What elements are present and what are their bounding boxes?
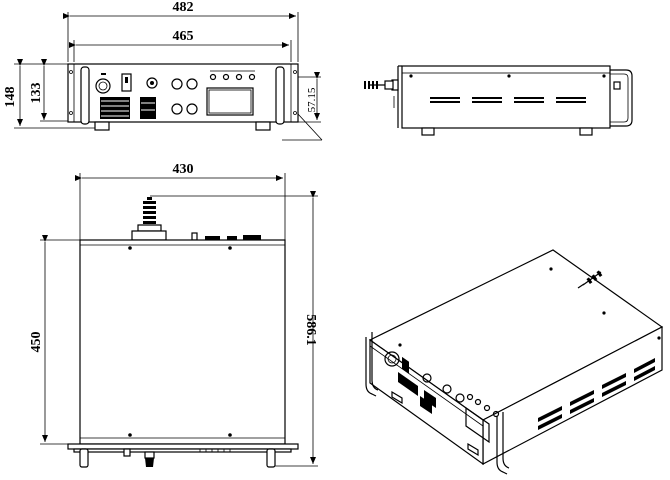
dim-handle-offset: 57.15 (282, 72, 323, 141)
dim-overall-width: 482 (63, 0, 299, 62)
dim-label-148: 148 (3, 87, 18, 108)
iso-side-vents (538, 358, 655, 430)
side-vents (430, 97, 586, 103)
iso-front-vent (398, 372, 436, 414)
dim-label-133: 133 (29, 83, 44, 104)
dim-depth: 450 (29, 235, 80, 445)
iso-cable (577, 270, 603, 289)
side-cable (364, 81, 378, 89)
dim-top-width: 430 (75, 162, 286, 240)
front-view: 482 465 148 133 (3, 0, 323, 141)
dim-label-465: 465 (173, 29, 194, 44)
dim-overall-depth: 586.1 (150, 191, 318, 467)
dim-inner-width: 465 (69, 29, 292, 62)
isometric-view (365, 249, 664, 475)
side-view (364, 65, 633, 136)
dim-label-450: 450 (29, 332, 44, 353)
dim-overall-height: 148 (3, 59, 95, 129)
top-view: 430 450 586.1 (29, 162, 318, 468)
dim-panel-height: 133 (29, 59, 68, 122)
top-cable (131, 197, 167, 241)
dim-label-57-15: 57.15 (306, 87, 318, 112)
dim-label-430: 430 (173, 162, 194, 177)
dim-label-482: 482 (173, 0, 194, 15)
dim-label-586-1: 586.1 (303, 314, 318, 346)
front-vent (100, 97, 156, 119)
